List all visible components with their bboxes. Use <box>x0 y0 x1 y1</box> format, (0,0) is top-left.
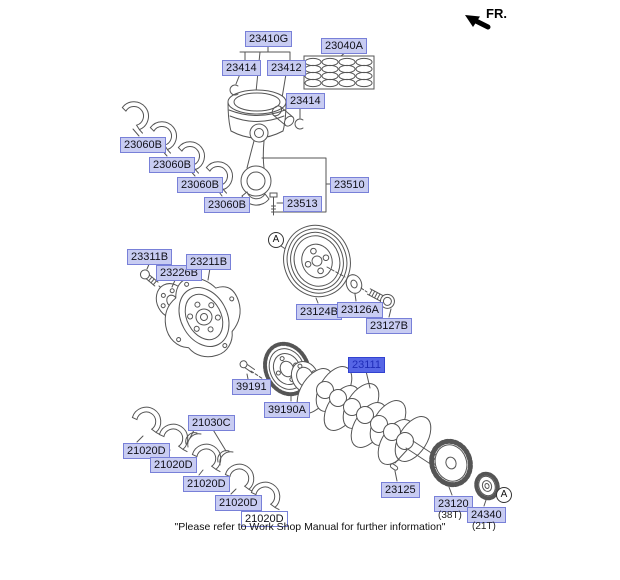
part-label-23311B[interactable]: 23311B <box>127 249 173 265</box>
pulley-bolt <box>366 288 395 309</box>
tooth-count-23120: (38T) <box>438 510 462 521</box>
fr-direction-label: FR. <box>486 6 507 21</box>
part-label-23510[interactable]: 23510 <box>330 177 369 193</box>
fr-arrow-icon <box>465 15 491 30</box>
part-label-23040A[interactable]: 23040A <box>321 38 367 54</box>
part-label-23111-highlighted[interactable]: 23111 <box>348 357 385 373</box>
part-label-21020D-2[interactable]: 21020D <box>150 457 197 473</box>
part-label-23124B[interactable]: 23124B <box>296 304 342 320</box>
part-label-39190A[interactable]: 39190A <box>264 402 310 418</box>
part-label-23513[interactable]: 23513 <box>283 196 322 212</box>
snap-rings <box>229 84 304 130</box>
crank-pulley <box>283 224 351 298</box>
flex-plate <box>164 277 241 358</box>
part-label-21020D-5[interactable]: 21020D <box>241 511 288 527</box>
rod-label-bracket <box>261 157 331 213</box>
part-label-21020D-4[interactable]: 21020D <box>215 495 262 511</box>
part-label-23060B-3[interactable]: 23060B <box>177 177 223 193</box>
view-marker-a-pulley: A <box>268 232 284 248</box>
crank-pulley-group <box>280 224 395 318</box>
drive-plate-group <box>139 261 241 358</box>
footer-note: "Please refer to Work Shop Manual for fu… <box>174 521 446 533</box>
part-label-21020D-3[interactable]: 21020D <box>183 476 230 492</box>
part-label-39191[interactable]: 39191 <box>232 379 271 395</box>
tooth-count-24340: (21T) <box>472 521 496 532</box>
part-label-23410G[interactable]: 23410G <box>245 31 293 47</box>
part-label-21020D-1[interactable]: 21020D <box>123 443 170 459</box>
part-label-23060B-2[interactable]: 23060B <box>149 157 195 173</box>
pulley-washer <box>345 274 363 294</box>
crankshaft <box>290 360 443 469</box>
piston-ring-set <box>303 51 375 90</box>
part-label-24340[interactable]: 24340 <box>467 507 506 523</box>
part-label-23414-a[interactable]: 23414 <box>222 60 261 76</box>
part-label-23120[interactable]: 23120 <box>434 496 473 512</box>
part-label-23211B[interactable]: 23211B <box>186 254 232 270</box>
part-label-23412[interactable]: 23412 <box>267 60 306 76</box>
part-label-23060B-1[interactable]: 23060B <box>120 137 166 153</box>
piston-pin <box>271 105 295 127</box>
part-label-23414-b[interactable]: 23414 <box>286 93 325 109</box>
part-label-23127B[interactable]: 23127B <box>366 318 412 334</box>
view-marker-a-gear: A <box>496 487 512 503</box>
crank-sprocket <box>429 438 473 496</box>
part-label-23125[interactable]: 23125 <box>381 482 420 498</box>
part-label-21030C[interactable]: 21030C <box>188 415 235 431</box>
cvvt-gear <box>474 471 500 507</box>
part-label-23126A[interactable]: 23126A <box>337 302 383 318</box>
part-label-23060B-4[interactable]: 23060B <box>204 197 250 213</box>
crank-key <box>389 449 408 482</box>
